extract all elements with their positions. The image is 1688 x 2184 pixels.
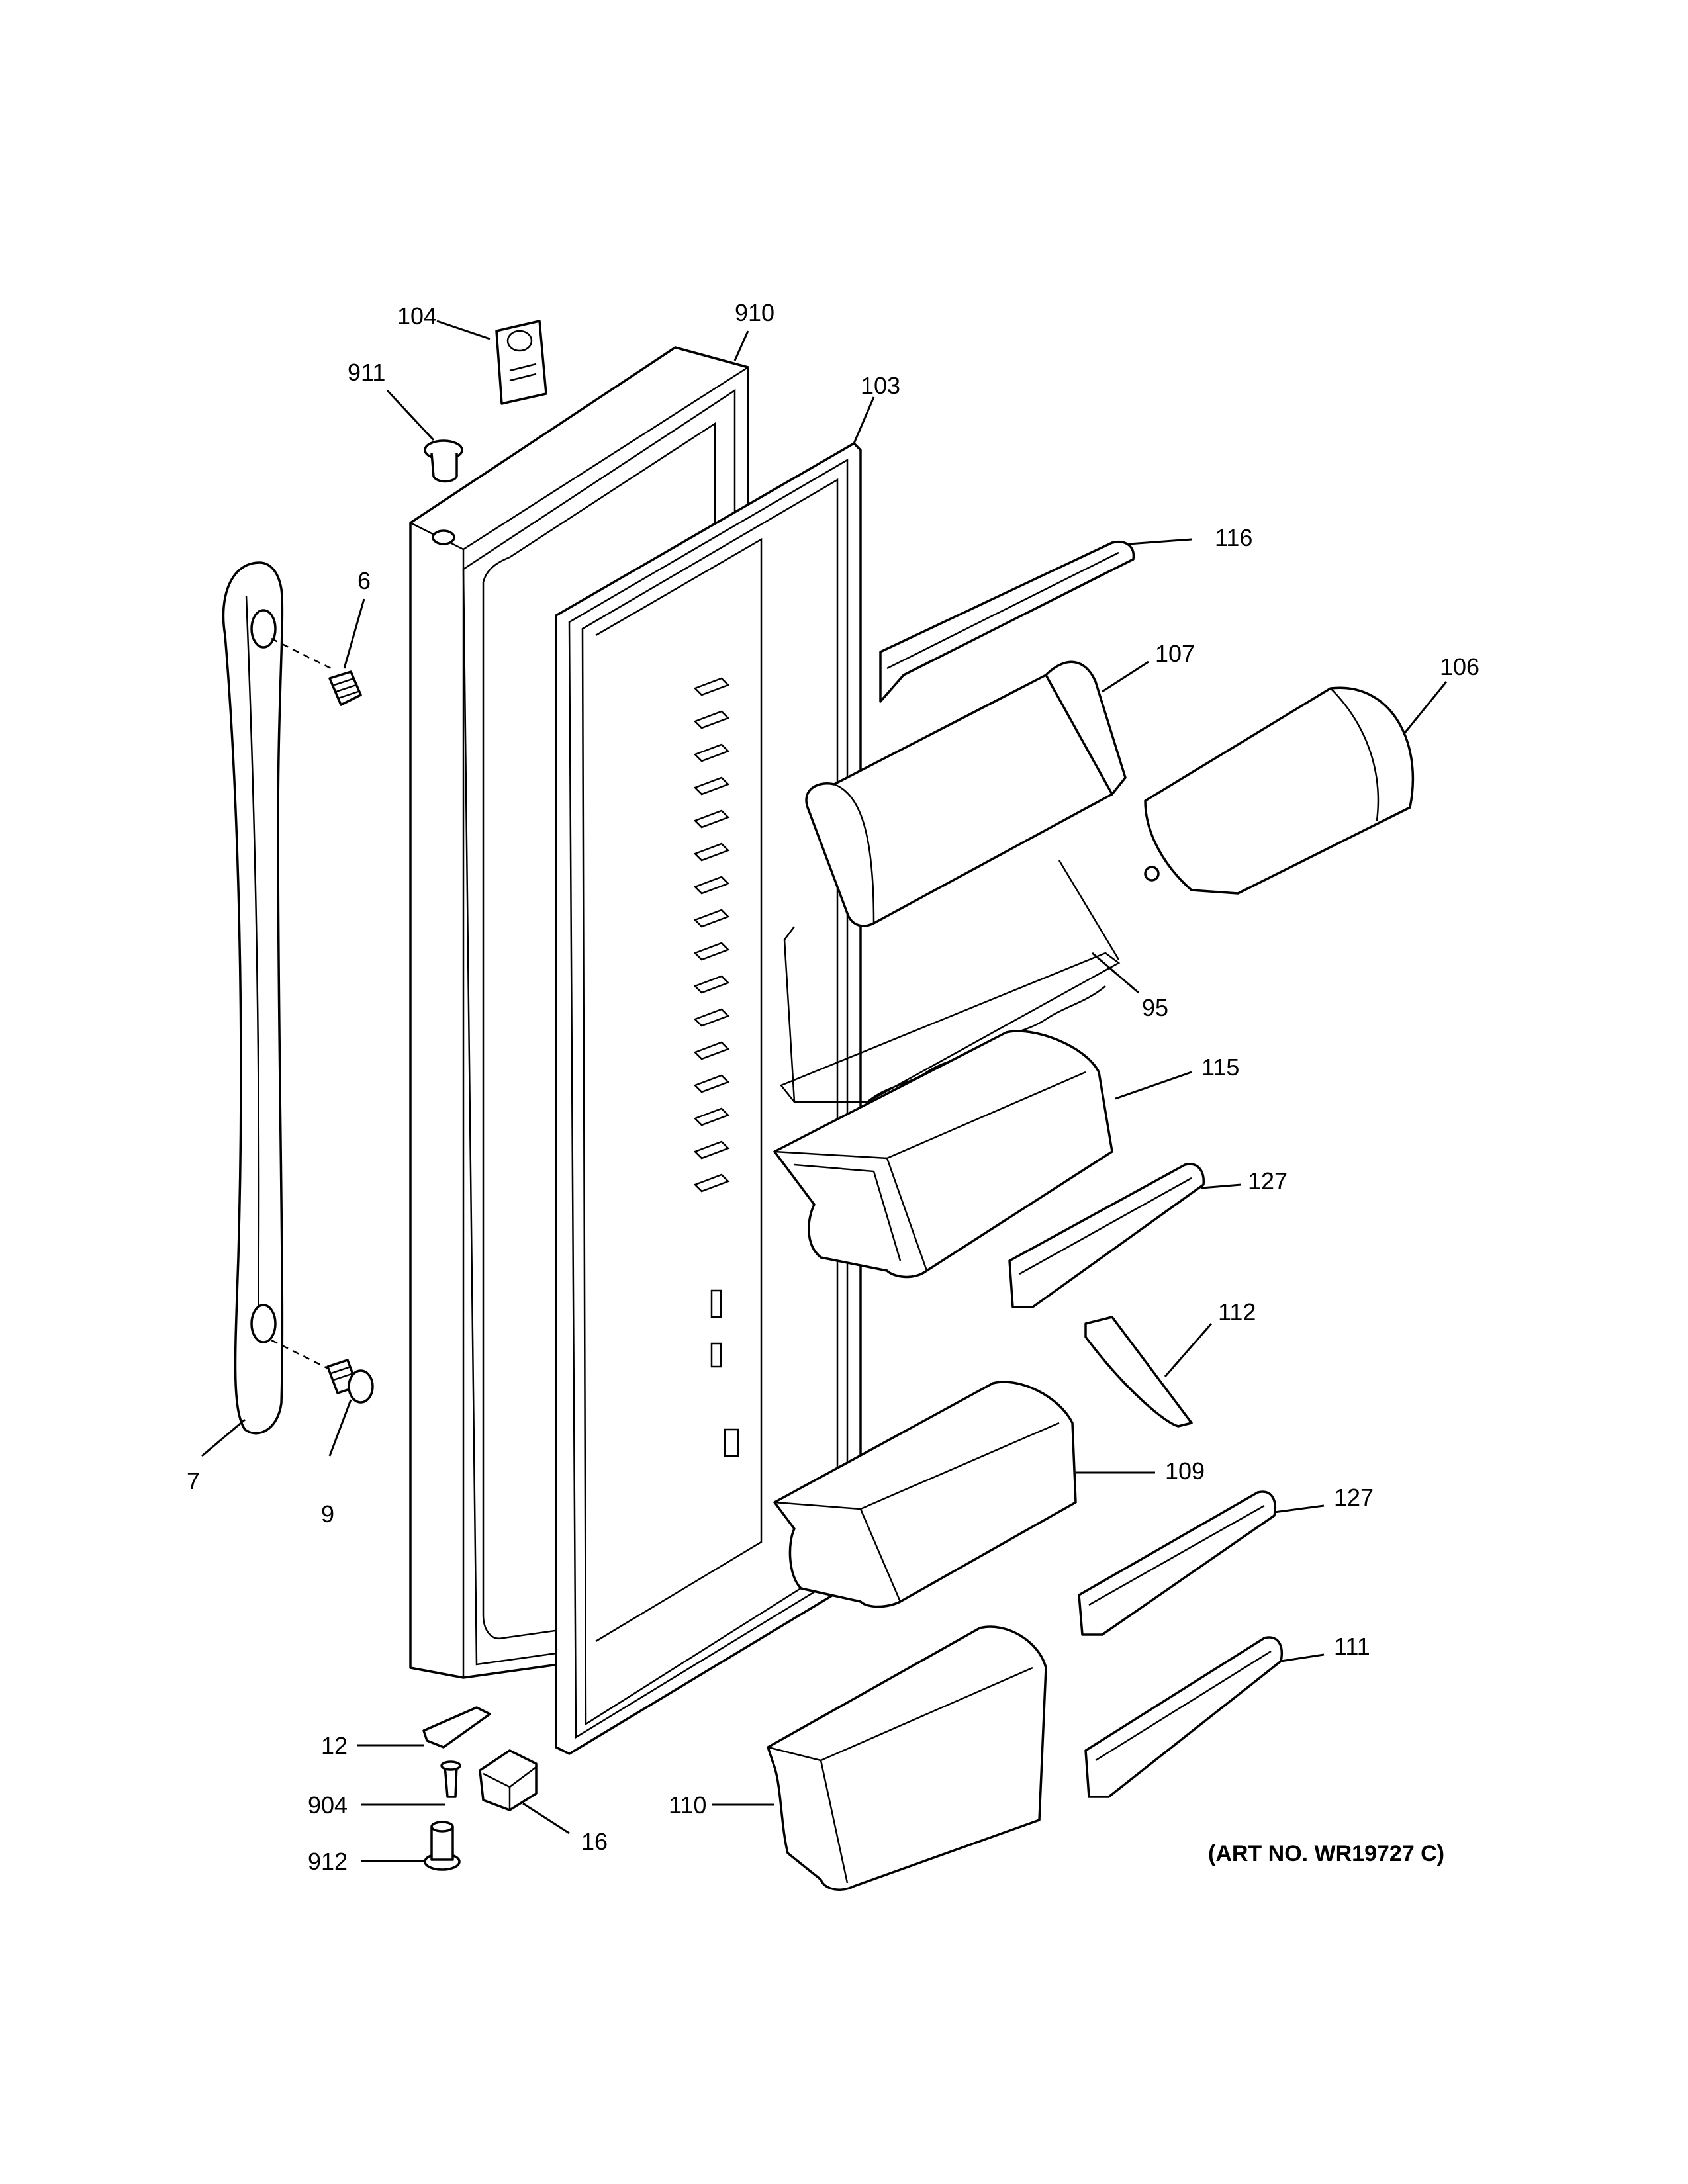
- callout-95: 95: [1142, 994, 1168, 1021]
- art-number: (ART NO. WR19727 C): [1208, 1841, 1444, 1866]
- callout-7: 7: [187, 1467, 200, 1494]
- part-911-bushing: [424, 439, 463, 483]
- part-109-door-bin: [773, 1381, 1077, 1608]
- part-116-shelf-trim: [879, 541, 1135, 703]
- callout-912: 912: [308, 1848, 348, 1875]
- callout-106: 106: [1440, 653, 1479, 680]
- callout-904: 904: [308, 1792, 348, 1819]
- callout-127-lower: 127: [1334, 1484, 1374, 1511]
- leader-lines: [201, 320, 1448, 1862]
- callout-109: 109: [1165, 1457, 1205, 1484]
- part-912-pin: [424, 1821, 461, 1871]
- part-127-bin-front-upper: [1008, 1163, 1205, 1308]
- callout-111: 111: [1334, 1633, 1370, 1660]
- callout-9: 9: [321, 1500, 334, 1527]
- callout-910: 910: [735, 299, 774, 326]
- shelf-rail-bumps: [693, 677, 730, 1193]
- part-16-hinge-block: [479, 1749, 538, 1811]
- callout-6: 6: [357, 567, 371, 594]
- callout-127-upper: 127: [1248, 1167, 1288, 1195]
- callout-103: 103: [861, 372, 900, 399]
- part-115-door-bin: [773, 1030, 1113, 1279]
- door-liner: [595, 537, 763, 1643]
- part-7-door-handle: [222, 561, 284, 1435]
- callout-911: 911: [348, 359, 385, 386]
- part-6-screw: [328, 670, 362, 706]
- callout-104: 104: [397, 302, 437, 330]
- part-127-bin-front-lower: [1078, 1490, 1276, 1636]
- part-9-screw: [326, 1359, 374, 1404]
- part-111-bin-front: [1084, 1636, 1283, 1798]
- part-904-screw: [440, 1760, 461, 1798]
- part-107-dairy-door: [805, 660, 1127, 927]
- callout-12: 12: [321, 1732, 348, 1759]
- callout-110: 110: [669, 1792, 706, 1819]
- part-110-door-bin: [767, 1625, 1047, 1891]
- part-104-label: [495, 320, 547, 405]
- callout-112: 112: [1218, 1298, 1256, 1326]
- callout-116: 116: [1215, 524, 1252, 551]
- callout-115: 115: [1201, 1054, 1239, 1081]
- part-12-bracket: [422, 1706, 491, 1749]
- callout-labels: 104 910 911 103 116 6 107 106 95 115 127…: [187, 299, 1479, 1875]
- part-106-cover: [1144, 686, 1415, 895]
- callout-16: 16: [581, 1828, 608, 1855]
- part-112-divider: [1084, 1316, 1193, 1428]
- callout-107: 107: [1155, 640, 1195, 667]
